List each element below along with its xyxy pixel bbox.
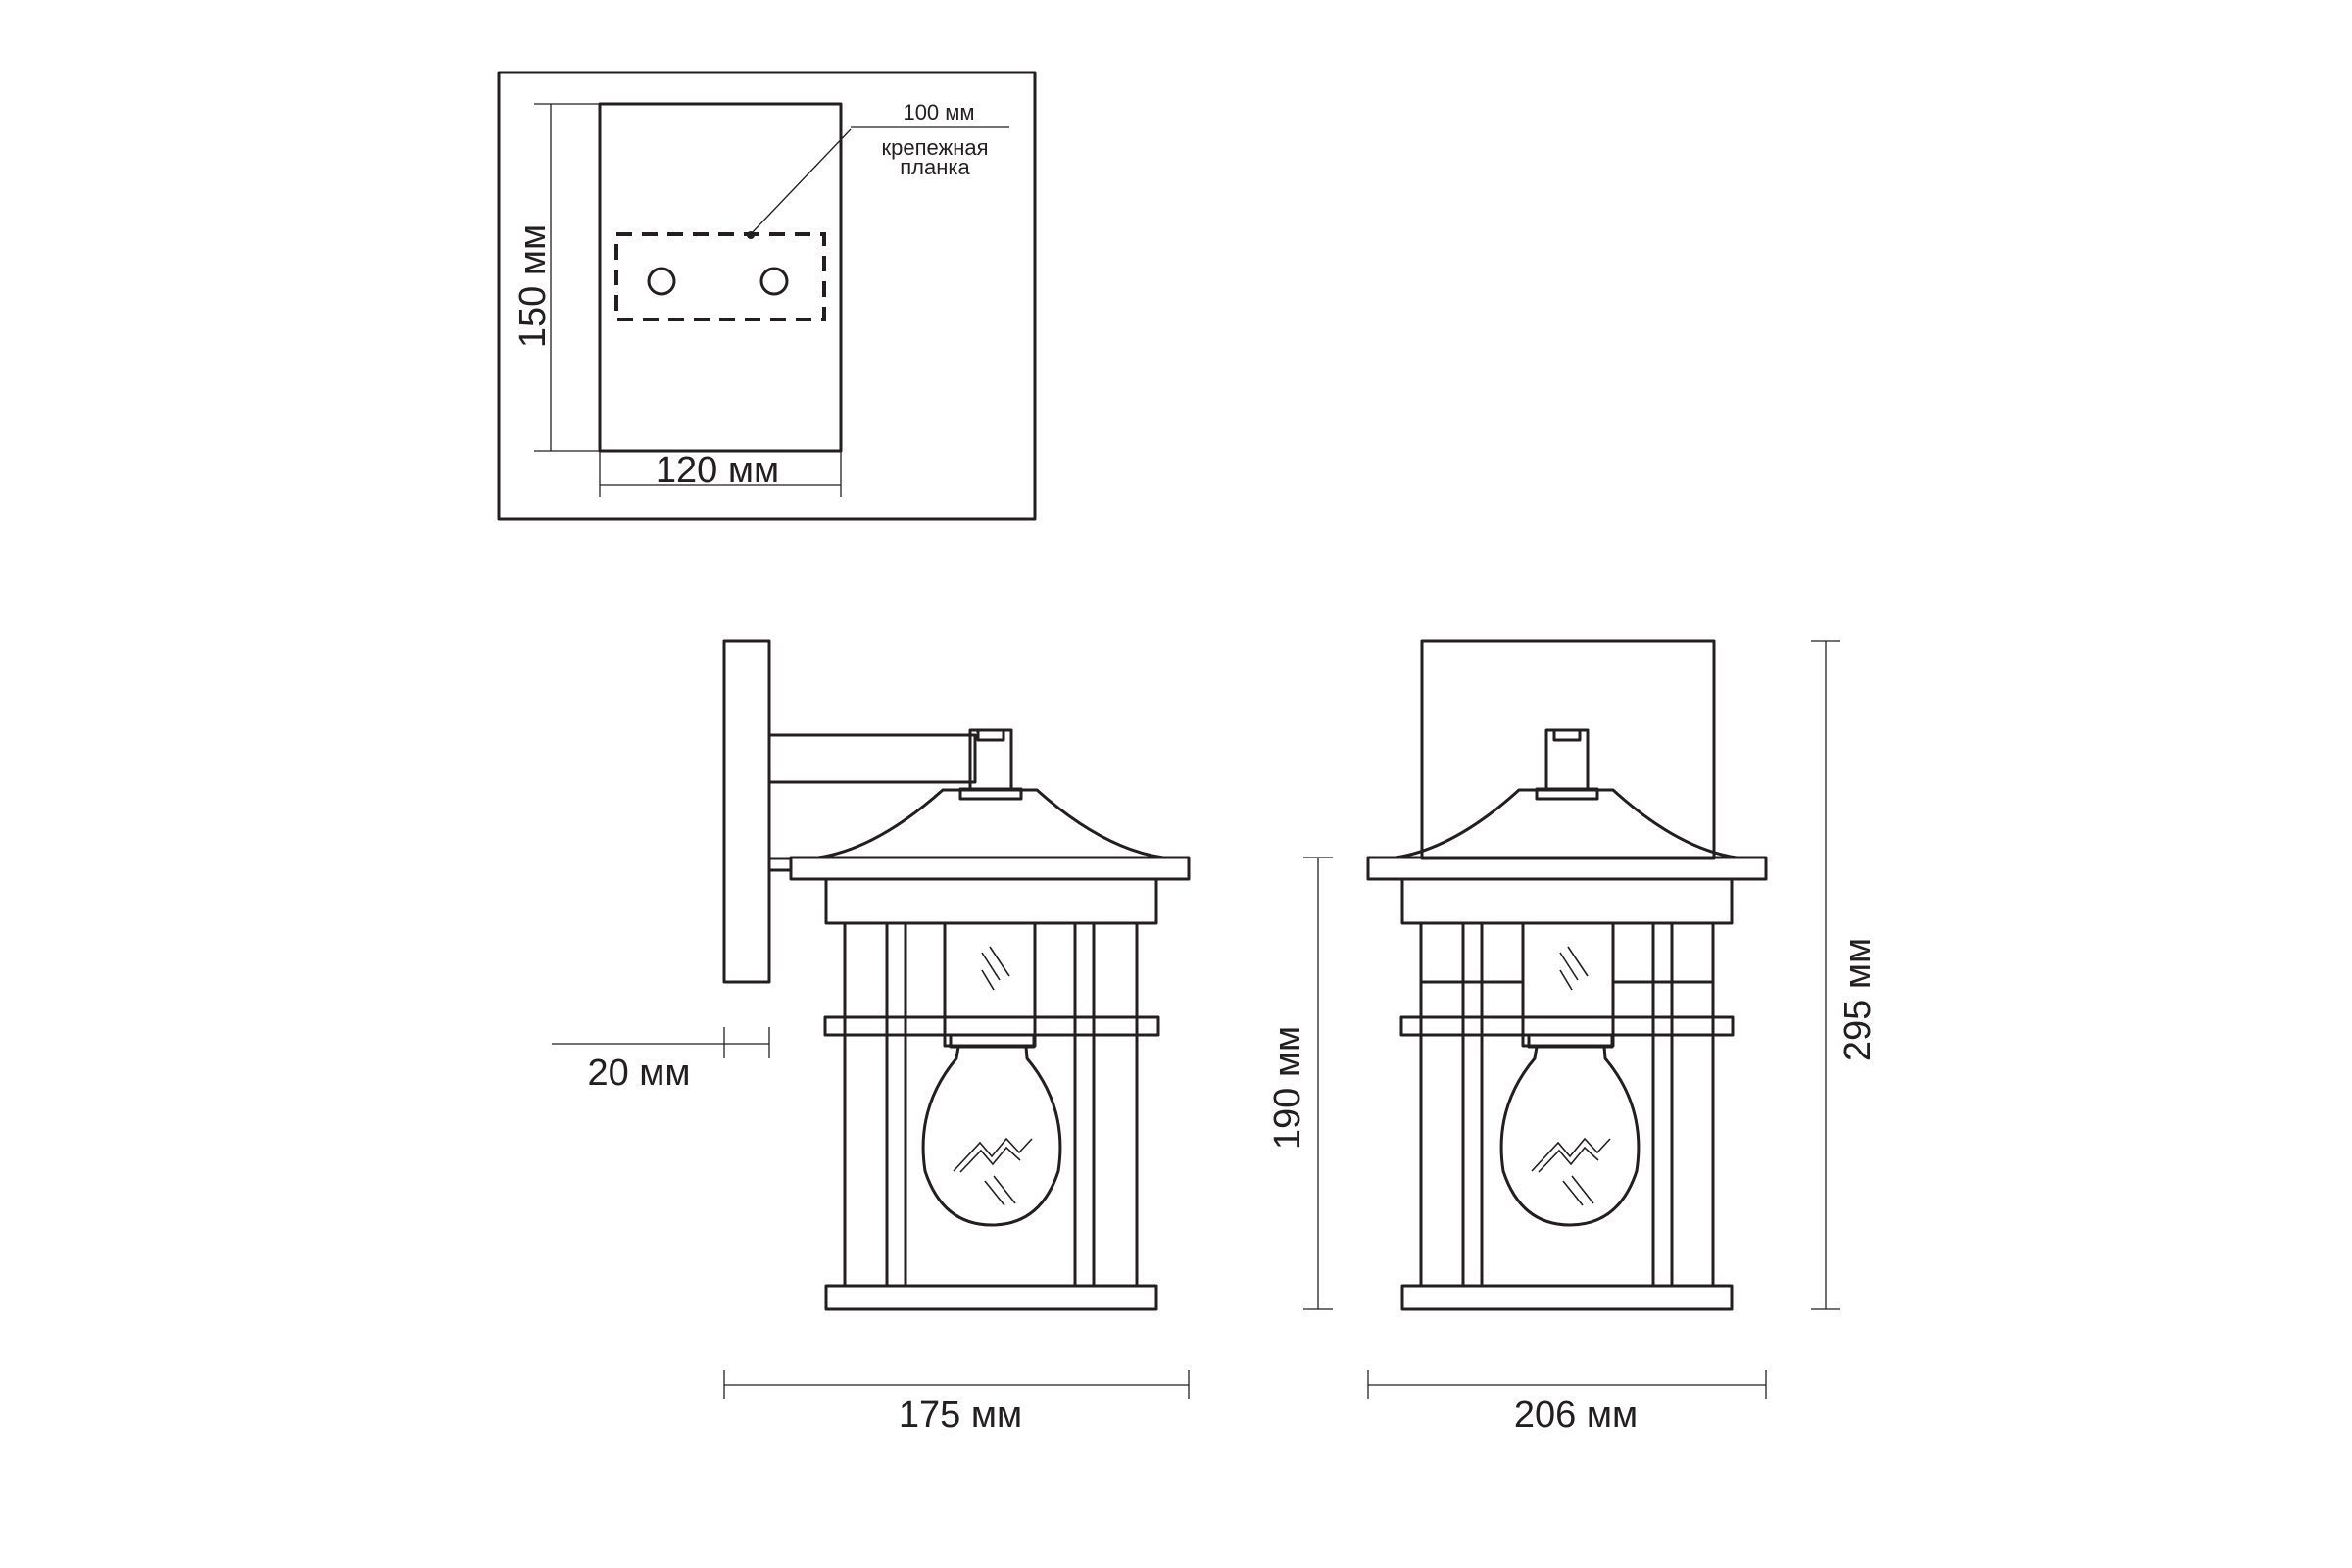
front-mid-band — [1399, 1015, 1735, 1037]
side-roof-rim — [789, 856, 1191, 881]
hole-spacing-label: 100 мм — [903, 100, 974, 124]
side-bulb-filament — [953, 1137, 1033, 1172]
screw-hole-right — [760, 267, 789, 296]
side-arm-stub — [767, 857, 793, 872]
front-wall-plate — [1420, 639, 1716, 860]
front-glass-glint-1 — [1559, 952, 1579, 981]
front-bulb-glint-2 — [1571, 1175, 1594, 1204]
side-bulb-filament-2 — [959, 1146, 1021, 1173]
front-bulb-filament — [1531, 1137, 1611, 1172]
side-width-label: 175 мм — [899, 1395, 1022, 1436]
side-glass-glint-3 — [981, 969, 995, 991]
side-wall-plate — [722, 639, 771, 984]
front-bulb — [1499, 1045, 1641, 1227]
wall-plate-outline — [598, 102, 843, 453]
side-mid-band — [823, 1015, 1160, 1037]
side-bulb — [921, 1045, 1062, 1227]
bracket-leader-line — [749, 128, 852, 236]
front-bulb-filament-2 — [1538, 1146, 1599, 1173]
front-finial-cap — [1552, 728, 1582, 742]
side-view: 20 мм 175 мм — [552, 639, 1191, 1436]
side-bulb-glint-2 — [993, 1175, 1016, 1204]
side-glass-glint-1 — [981, 952, 1001, 981]
plate-width-label: 120 мм — [656, 450, 779, 491]
side-arm — [767, 733, 977, 784]
front-glass-glint-2 — [1567, 946, 1589, 977]
total-height-label: 295 мм — [1838, 938, 1879, 1061]
front-width-label: 206 мм — [1514, 1395, 1638, 1436]
mounting-plate-inset: 150 мм 120 мм 100 мм крепежная планка — [497, 71, 1037, 521]
plate-height-label: 150 мм — [513, 224, 554, 348]
side-top-band — [824, 877, 1158, 925]
side-glass-glint-2 — [989, 946, 1010, 977]
leader-dot — [747, 231, 755, 239]
front-roof-rim — [1366, 856, 1768, 881]
side-bulb-glint — [984, 1180, 1005, 1206]
side-finial-cap — [976, 728, 1005, 742]
mounting-bracket-dashed — [614, 232, 826, 321]
screw-hole-left — [647, 267, 676, 296]
side-base-band — [824, 1284, 1158, 1311]
front-base-band — [1400, 1284, 1734, 1311]
depth-label: 20 мм — [587, 1053, 690, 1094]
inset-frame — [497, 71, 1037, 521]
bracket-label-line2: планка — [900, 155, 970, 179]
front-top-band — [1400, 877, 1734, 925]
front-bulb-glint — [1562, 1180, 1584, 1206]
bracket-label-line1: крепежная — [881, 135, 988, 160]
front-glass-glint-3 — [1559, 969, 1573, 991]
front-view: 190 мм 295 мм 206 мм — [1267, 639, 1879, 1436]
body-height-label: 190 мм — [1267, 1026, 1308, 1150]
